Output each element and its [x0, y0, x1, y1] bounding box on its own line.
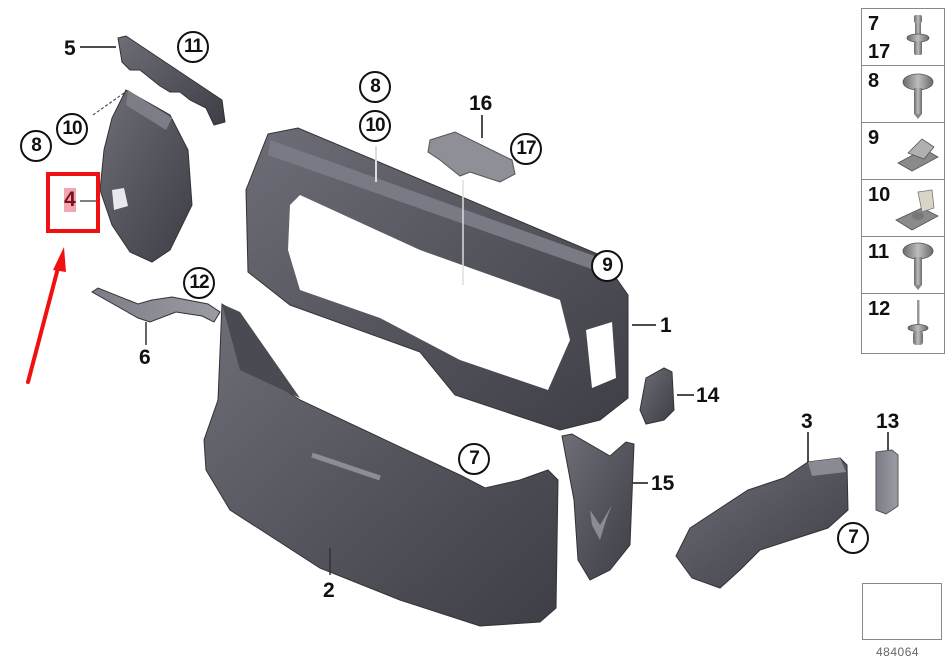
label-part-15: 15: [651, 472, 675, 495]
part-16-holder-bracket: [427, 115, 516, 183]
part-15-side-air-guide: [561, 433, 648, 581]
bolt-with-washer-icon: [906, 15, 930, 55]
clip-nut-icon: [895, 189, 939, 231]
diagram-reference-code: 484064: [876, 645, 920, 659]
callout-8-left: 8: [20, 130, 52, 162]
legend-item-9: 9: [862, 123, 944, 180]
legend-number: 8: [868, 70, 880, 92]
label-part-14: 14: [696, 384, 720, 407]
label-part-13: 13: [876, 410, 900, 433]
hardware-legend: 7 17 8 9 10 11: [861, 8, 945, 354]
callout-7-right: 7: [837, 522, 869, 554]
legend-number: 12: [868, 298, 891, 320]
callout-17: 17: [510, 133, 542, 165]
spring-clip-icon: [897, 138, 939, 172]
legend-number: 7: [868, 13, 880, 35]
legend-item-8: 8: [862, 66, 944, 123]
legend-item-12: 12: [862, 294, 944, 351]
legend-item-10: 10: [862, 180, 944, 237]
legend-item-7-17: 7 17: [862, 9, 944, 66]
legend-number: 9: [868, 127, 880, 149]
part-14-cover-cap: [639, 367, 694, 425]
callout-10-top: 10: [359, 110, 391, 142]
part-1-main-frame: [245, 127, 656, 431]
callout-9: 9: [591, 250, 623, 282]
expanding-rivet-icon: [907, 300, 929, 345]
highlight-box: [46, 172, 100, 233]
legend-item-11: 11: [862, 237, 944, 294]
part-3-brake-air-duct: [675, 432, 849, 589]
flange-screw-icon: [902, 242, 934, 290]
round-head-screw-icon: [902, 73, 934, 119]
callout-10-left: 10: [56, 113, 88, 145]
label-part-6: 6: [139, 346, 151, 369]
legend-number: 17: [868, 41, 891, 63]
label-part-5: 5: [64, 37, 76, 60]
callout-11: 11: [177, 31, 209, 63]
legend-number: 10: [868, 184, 891, 206]
part-4-left-air-duct: [80, 89, 193, 263]
callout-8-top: 8: [359, 71, 391, 103]
part-6-lower-bracket: [91, 287, 221, 345]
label-part-4-highlighted: 4: [64, 188, 76, 212]
label-part-3: 3: [801, 410, 813, 433]
label-part-16: 16: [469, 92, 493, 115]
part-5-upper-bracket: [80, 35, 226, 126]
callout-7-center: 7: [458, 443, 490, 475]
label-part-2: 2: [323, 579, 335, 602]
label-part-1: 1: [660, 314, 672, 337]
legend-number: 11: [868, 241, 890, 263]
part-2-lower-air-duct: [203, 303, 559, 627]
highlight-arrow: [26, 247, 66, 384]
part-13-small-plate: [875, 432, 899, 515]
orientation-reference-box: [862, 583, 942, 640]
callout-12: 12: [183, 267, 215, 299]
